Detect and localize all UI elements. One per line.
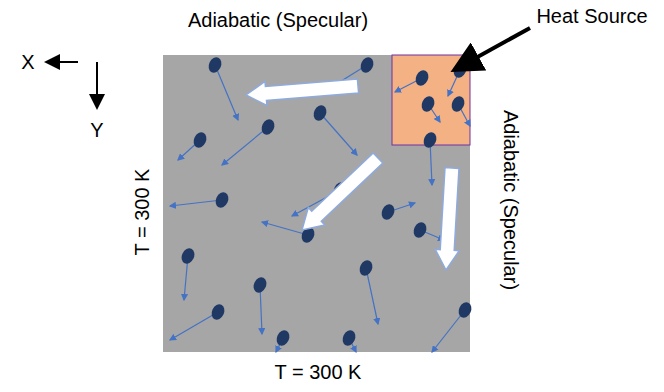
heat-flow-arrow bbox=[302, 153, 383, 230]
velocity-arrow bbox=[222, 127, 268, 165]
velocity-arrow bbox=[170, 312, 218, 340]
phonon-particle bbox=[209, 302, 227, 322]
phonon-particle bbox=[421, 130, 439, 150]
phonon-particles bbox=[170, 55, 474, 352]
phonon-particle bbox=[419, 94, 437, 114]
phonon-particle bbox=[179, 246, 197, 266]
phonon-particle bbox=[456, 300, 474, 320]
axis-label: Y bbox=[90, 119, 103, 141]
leader-arrow bbox=[454, 28, 530, 70]
phonon-particle bbox=[411, 220, 429, 240]
axis-label: X bbox=[21, 51, 34, 73]
heat-flow-arrow bbox=[246, 79, 359, 105]
phonon-particle bbox=[449, 94, 467, 114]
y-axis-arrow bbox=[96, 62, 98, 108]
velocity-arrow bbox=[432, 310, 465, 352]
phonon-particle bbox=[191, 130, 209, 150]
heat-source-label: Heat Source bbox=[536, 5, 647, 27]
velocity-arrow bbox=[320, 113, 357, 155]
boundary-label: Adiabatic (Specular) bbox=[188, 9, 368, 31]
phonon-particle bbox=[358, 55, 376, 75]
heat-flow-arrows bbox=[246, 79, 459, 270]
x-axis-arrow bbox=[46, 61, 78, 63]
velocity-arrow bbox=[262, 222, 308, 235]
velocity-arrow bbox=[366, 268, 378, 324]
simulation-domain bbox=[163, 55, 470, 352]
phonon-particle bbox=[259, 117, 277, 137]
velocity-arrow bbox=[170, 200, 222, 206]
phonon-particle bbox=[311, 103, 329, 123]
phonon-particle bbox=[357, 258, 375, 278]
phonon-particle bbox=[413, 68, 431, 88]
boundary-label: Adiabatic (Specular) bbox=[500, 110, 522, 290]
phonon-particle bbox=[251, 275, 269, 295]
phonon-particle bbox=[379, 202, 397, 222]
velocity-arrow bbox=[215, 65, 238, 120]
boundary-label: T = 300 K bbox=[275, 361, 362, 383]
phonon-particle bbox=[206, 55, 224, 75]
phonon-particle bbox=[274, 328, 292, 348]
heat-flow-arrow bbox=[435, 168, 459, 270]
phonon-particle bbox=[340, 328, 358, 348]
boundary-label: T = 300 K bbox=[131, 169, 153, 256]
phonon-particle bbox=[213, 190, 231, 210]
